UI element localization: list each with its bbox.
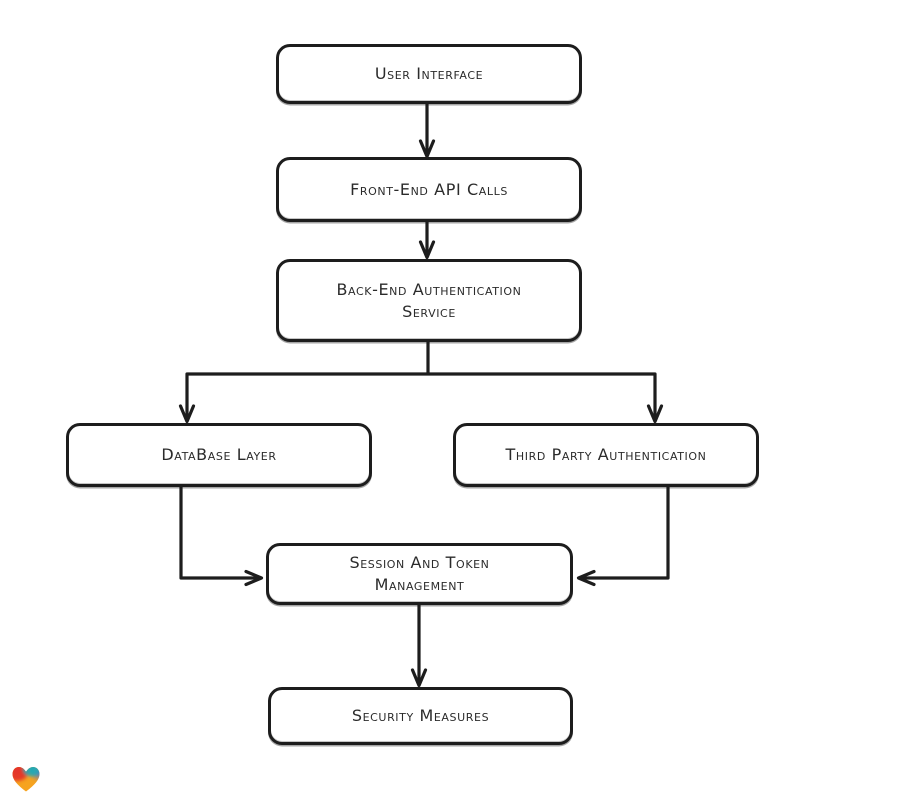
connector-thirdparty-session	[582, 485, 670, 580]
node-label: Security Measures	[351, 706, 490, 726]
arrowhead-down-icon	[418, 240, 436, 260]
node-security-measures: Security Measures	[268, 687, 573, 745]
node-session-token-management: Session And Token Management	[266, 543, 573, 605]
arrowhead-right-icon	[244, 569, 264, 587]
node-label: User Interface	[374, 64, 484, 84]
node-third-party-authentication: Third Party Authentication	[453, 423, 759, 487]
node-label: Session And Token	[349, 553, 490, 573]
connector-backend-split	[185, 340, 657, 419]
node-label: Third Party Authentication	[505, 445, 707, 465]
arrowhead-down-icon	[418, 139, 436, 159]
node-label: DataBase Layer	[161, 445, 277, 465]
node-database-layer: DataBase Layer	[66, 423, 372, 487]
node-frontend-api-calls: Front-End API Calls	[276, 157, 582, 222]
node-label: Management	[374, 575, 465, 594]
node-user-interface: User Interface	[276, 44, 582, 104]
arrowhead-down-icon	[410, 668, 428, 688]
node-label: Front-End API Calls	[350, 179, 508, 199]
node-label: Service	[402, 301, 456, 321]
arrowhead-down-icon	[178, 404, 196, 424]
arrowhead-left-icon	[576, 569, 596, 587]
node-label: Back-End Authentication	[336, 279, 522, 299]
arrowhead-down-icon	[646, 404, 664, 424]
connector-database-session	[179, 485, 259, 580]
node-backend-authentication-service: Back-End Authentication Service	[276, 259, 582, 342]
heart-icon	[12, 766, 40, 792]
